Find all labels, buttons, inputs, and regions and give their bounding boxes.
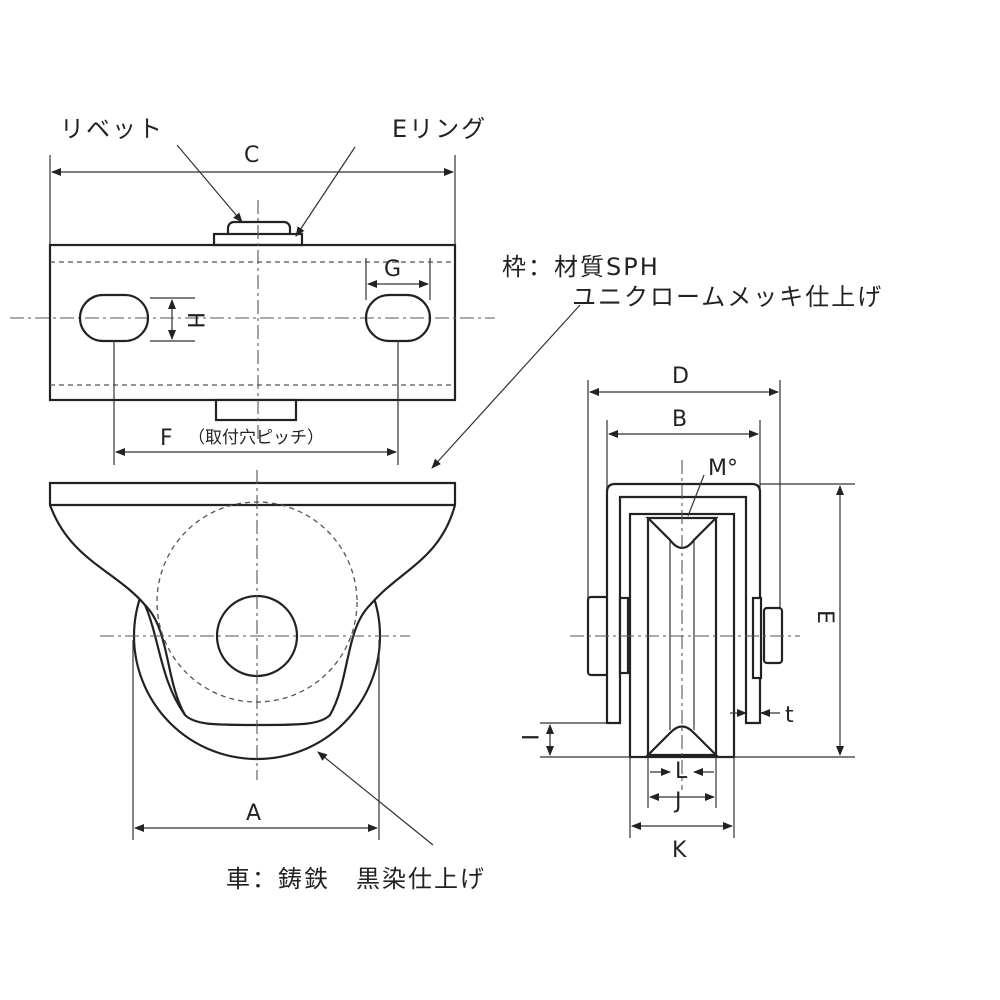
dim-h: H [182, 312, 207, 329]
e-ring-label: Eリング [392, 115, 487, 143]
axle-boss-bottom [214, 398, 298, 422]
dim-d: D [672, 364, 689, 389]
rivet-label: リベット [60, 115, 164, 143]
side-frame [605, 482, 762, 725]
dim-c: C [244, 143, 259, 168]
frame-finish-label: ユニクロームメッキ仕上げ [572, 283, 883, 311]
wheel-material-label: 車：鋳鉄 黒染仕上げ [226, 865, 486, 893]
hole-pitch-note: （取付穴ピッチ） [188, 428, 324, 448]
dim-m: M° [708, 456, 738, 481]
side-view [540, 380, 855, 838]
dim-i: I [516, 734, 541, 741]
frame-material-label: 枠：材質SPH [502, 253, 660, 281]
dim-j: J [673, 789, 682, 814]
top-view [10, 144, 495, 465]
dim-b: B [672, 407, 687, 432]
dim-g: G [384, 257, 401, 282]
dim-l: L [675, 759, 688, 784]
dim-k: K [672, 838, 687, 863]
dim-f: F [160, 426, 173, 451]
dim-t: t [785, 703, 794, 728]
front-view [48, 304, 581, 846]
dim-e: E [812, 610, 837, 624]
dim-a: A [246, 801, 261, 826]
